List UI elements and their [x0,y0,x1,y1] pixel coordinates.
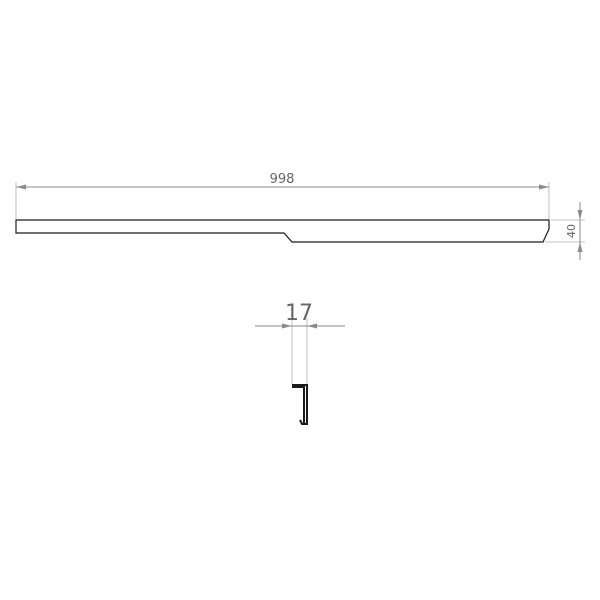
profile-arrow-left [282,323,292,329]
length-arrow-left [16,184,26,190]
thickness-dimension: 40 [545,202,585,260]
thickness-arrow-top [577,210,583,220]
profile-outline [292,384,308,425]
thickness-label: 40 [565,224,578,238]
length-label: 998 [270,172,295,187]
length-dimension: 998 [15,172,550,219]
thickness-arrow-bottom [577,242,583,252]
profile-width-label: 17 [285,301,313,326]
length-arrow-right [539,184,549,190]
profile-width-dimension: 17 [255,301,345,384]
board-view: 998 40 [15,172,585,260]
profile-view: 17 [255,301,345,425]
profile-arrow-right [307,323,317,329]
board-outline [15,219,550,243]
